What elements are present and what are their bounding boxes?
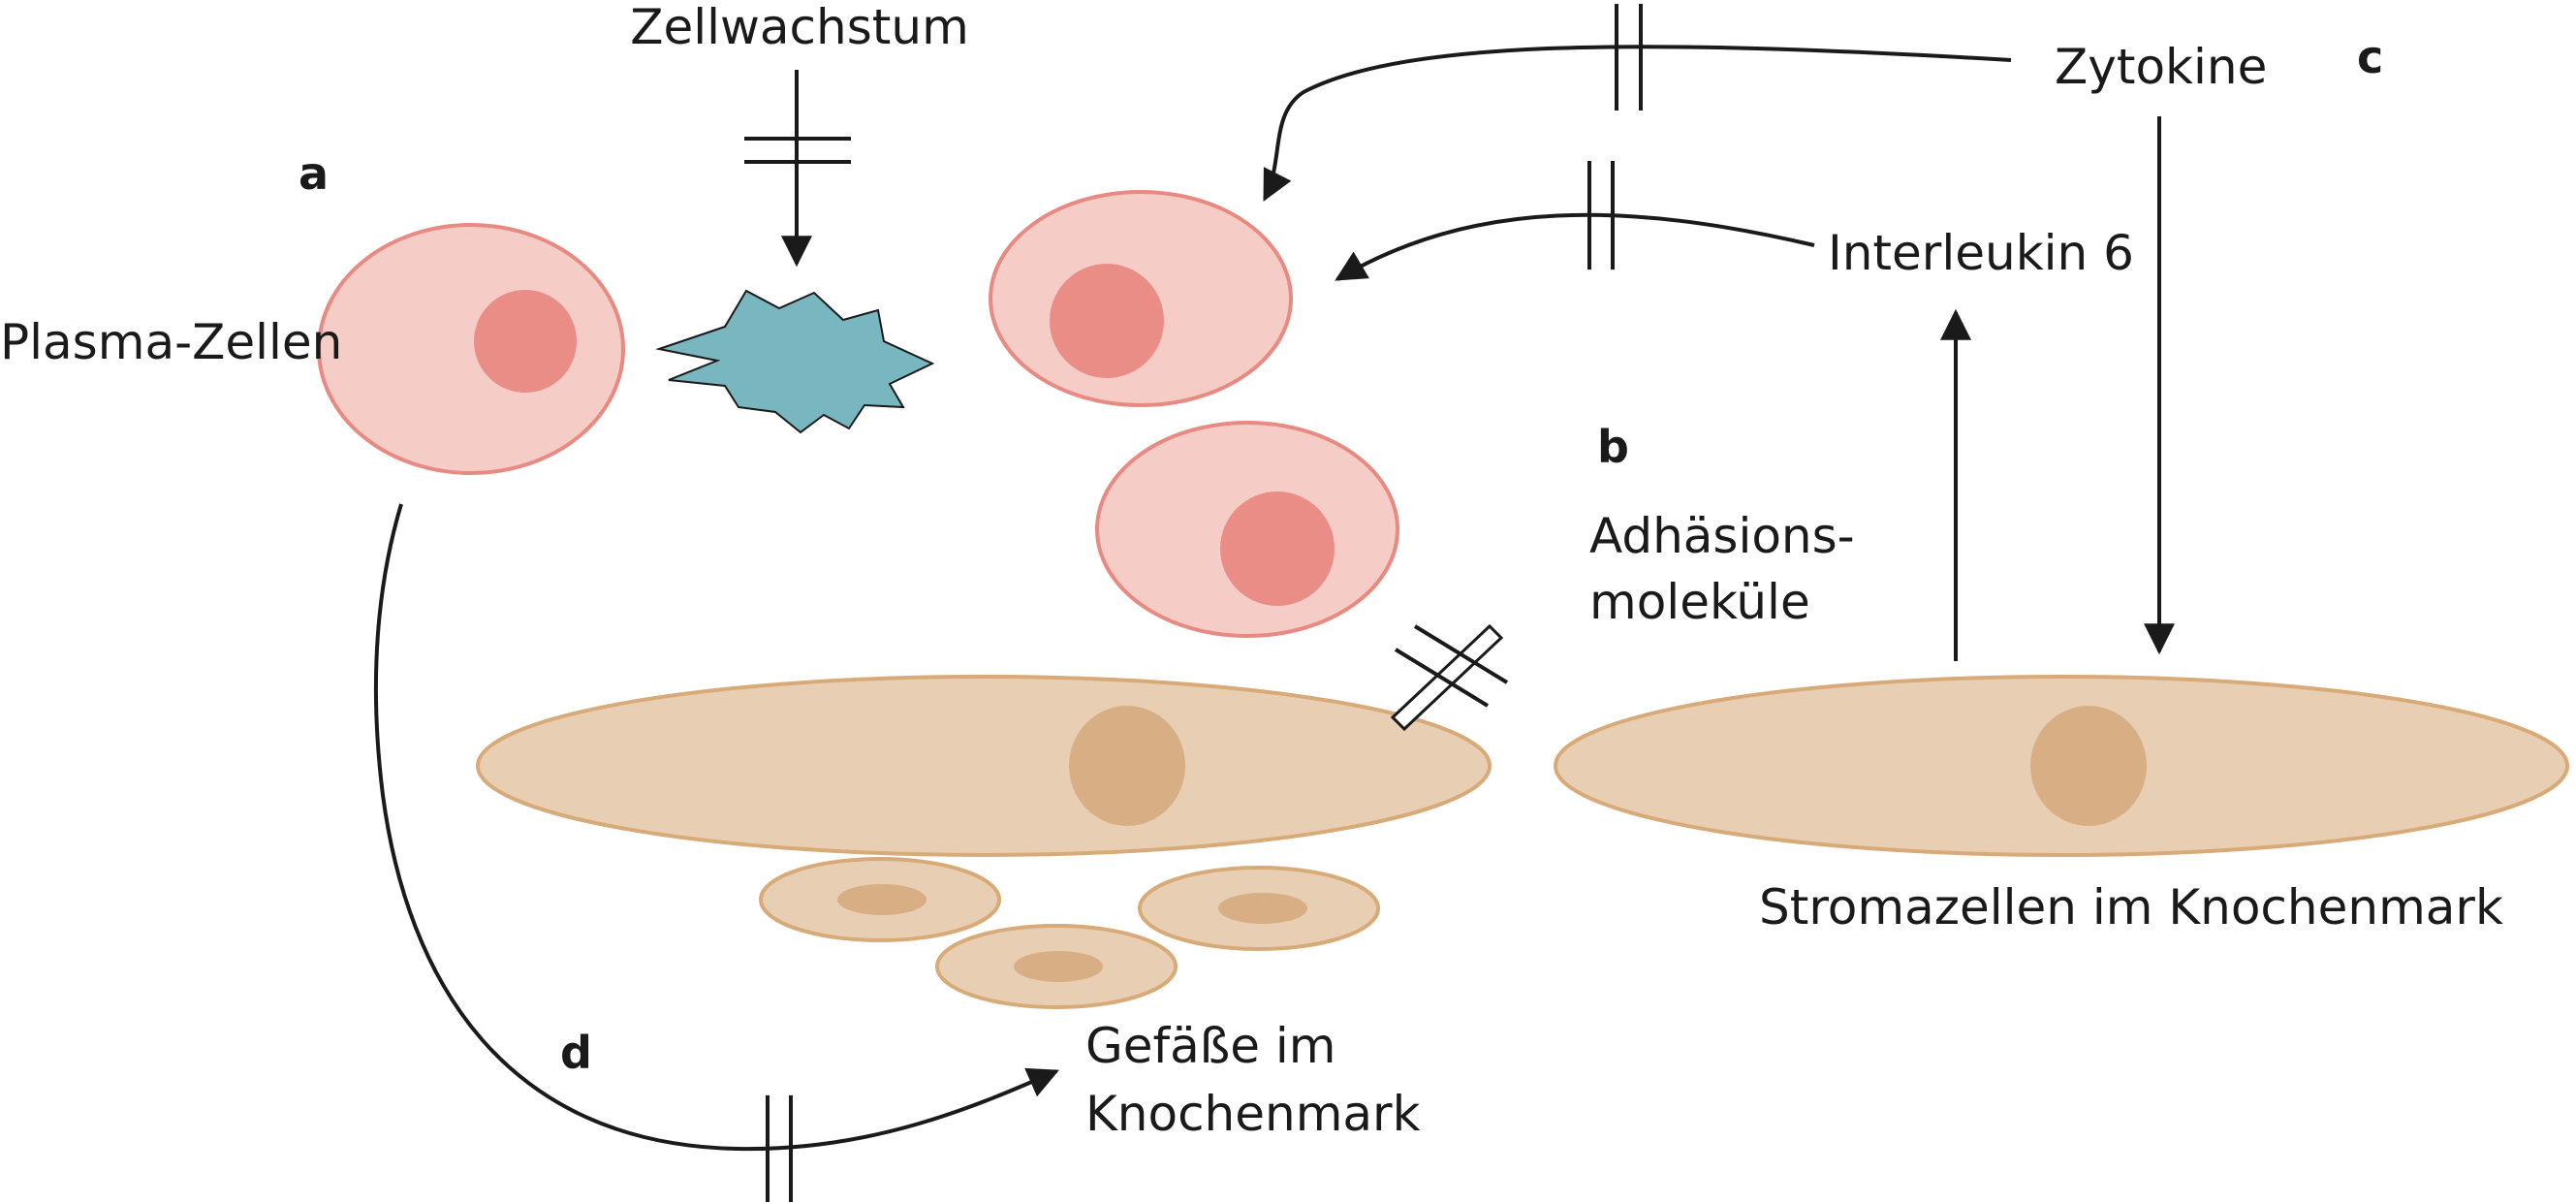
adhesion-molecules-label-line1: Adhäsions- bbox=[1589, 508, 1855, 564]
cytokines-label: Zytokine bbox=[2055, 39, 2267, 95]
stroma-cell-right bbox=[1554, 675, 2569, 857]
plasma-cell-nucleus bbox=[474, 290, 577, 393]
stroma-cell-small-1 bbox=[759, 857, 1001, 942]
stroma-cell-nucleus bbox=[1218, 893, 1307, 924]
stroma-cell-nucleus bbox=[837, 884, 927, 915]
vessels-label-line2: Knochenmark bbox=[1085, 1086, 1421, 1142]
label-a: a bbox=[298, 147, 329, 200]
cell-growth-starburst bbox=[655, 289, 935, 434]
cytokines-arrow-to-plasma bbox=[1263, 4, 2012, 202]
stroma-cell-nucleus bbox=[2030, 706, 2147, 826]
plasma-cells-label: Plasma-Zellen bbox=[0, 314, 342, 370]
vessels-label-line1: Gefäße im bbox=[1085, 1018, 1336, 1074]
plasma-cell-nucleus bbox=[1050, 264, 1164, 378]
stroma-cell-small-2 bbox=[1138, 866, 1380, 951]
cell-growth-arrow bbox=[744, 70, 851, 268]
plasma-cell-lower bbox=[1095, 421, 1399, 638]
stroma-cell-left bbox=[476, 675, 1492, 857]
label-c: c bbox=[2357, 31, 2383, 83]
plasma-cell-left bbox=[317, 223, 625, 475]
interleukin-6-label: Interleukin 6 bbox=[1828, 225, 2134, 281]
plasma-cell-upper bbox=[989, 190, 1293, 407]
interleukin-arrow-to-plasma bbox=[1335, 161, 1815, 281]
adhesion-molecules-label-line2: moleküle bbox=[1589, 574, 1810, 630]
stroma-cell-nucleus bbox=[1014, 951, 1103, 982]
plasma-cell-nucleus bbox=[1220, 491, 1335, 606]
label-b: b bbox=[1597, 421, 1629, 473]
vessel-arrow bbox=[373, 503, 1059, 1202]
cell-growth-label: Zellwachstum bbox=[630, 0, 969, 55]
adhesion-block-symbol bbox=[1390, 623, 1509, 732]
stroma-cell-nucleus bbox=[1069, 706, 1185, 826]
label-d: d bbox=[560, 1027, 592, 1079]
stroma-cell-small-3 bbox=[935, 924, 1178, 1009]
stroma-cells-label: Stromazellen im Knochenmark bbox=[1759, 879, 2503, 935]
